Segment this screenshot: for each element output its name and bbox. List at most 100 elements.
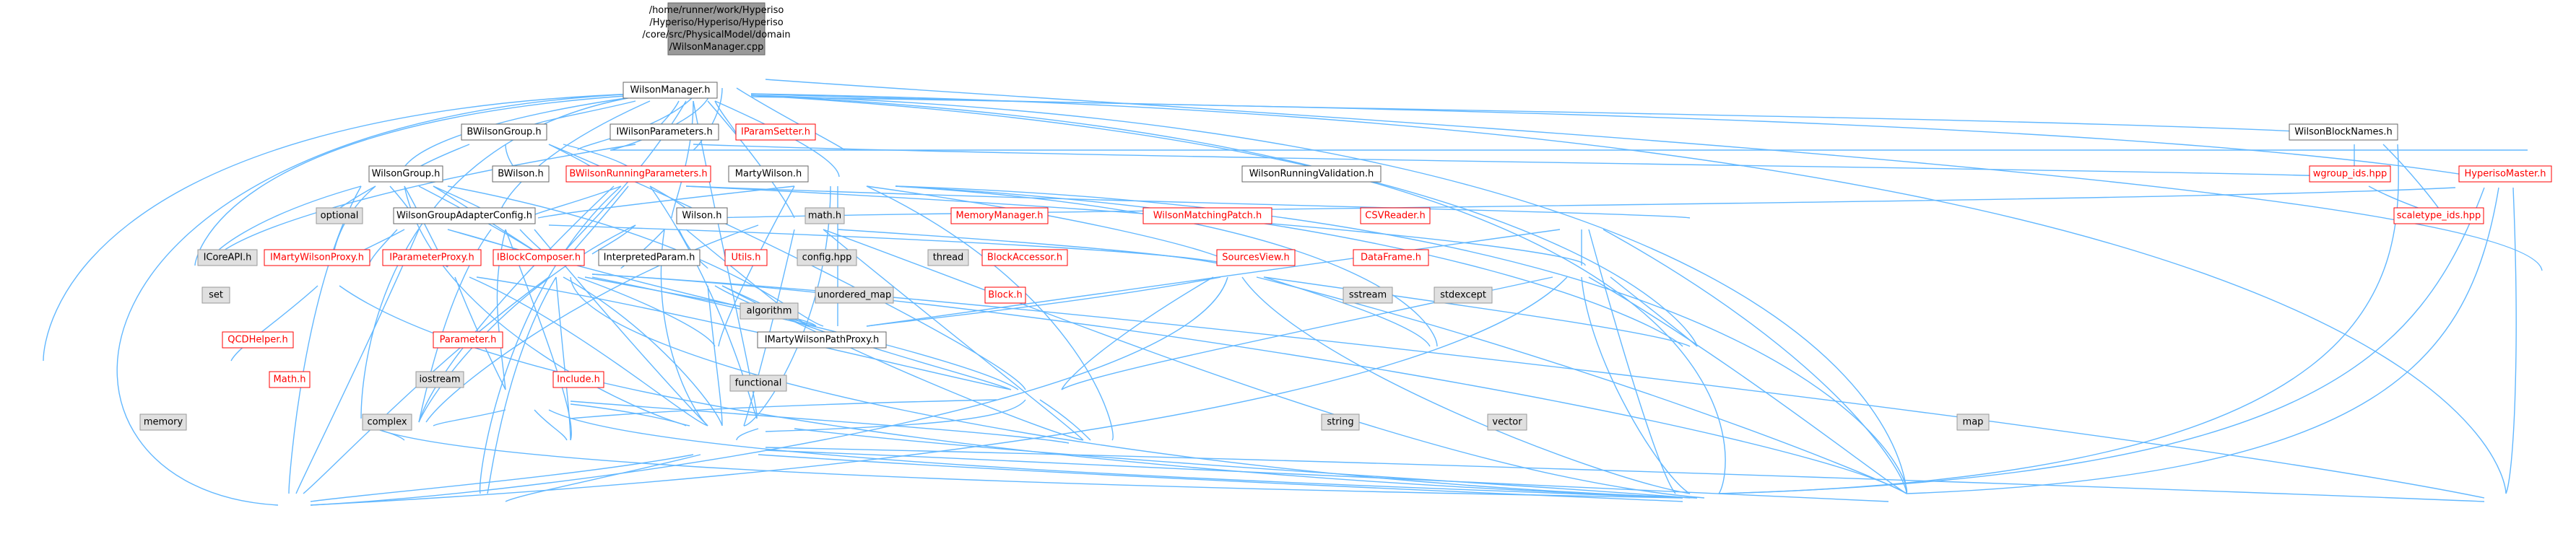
- node-parameter[interactable]: Parameter.h: [433, 331, 503, 349]
- node-algorithm[interactable]: algorithm: [740, 302, 799, 320]
- edge-param-math: [433, 409, 506, 426]
- node-include[interactable]: Include.h: [552, 371, 604, 388]
- node-imartywilsonpathproxy[interactable]: IMartyWilsonPathProxy.h: [757, 331, 887, 349]
- edge-include-memory: [310, 454, 694, 502]
- node-iblockcomposer[interactable]: IBlockComposer.h: [493, 249, 585, 266]
- node-martywilson[interactable]: MartyWilson.h: [728, 165, 809, 183]
- node-memorymanager[interactable]: MemoryManager.h: [950, 207, 1049, 224]
- label-string: string: [1327, 417, 1353, 428]
- node-vector[interactable]: vector: [1487, 413, 1527, 431]
- node-functional[interactable]: functional: [729, 375, 787, 392]
- edge-wmp-functional: [823, 229, 1084, 441]
- edge-mw-complex: [479, 185, 622, 494]
- node-hyperisomaster[interactable]: HyperisoMaster.h: [2458, 165, 2552, 183]
- label-thread: thread: [933, 253, 964, 263]
- node-string[interactable]: string: [1321, 413, 1360, 431]
- node-stdexcept[interactable]: stdexcept: [1434, 286, 1493, 304]
- edge-imwp-string: [339, 285, 1698, 499]
- edge-mm-config: [591, 224, 636, 255]
- node-math[interactable]: Math.h: [269, 371, 311, 388]
- node-dataframe[interactable]: DataFrame.h: [1353, 249, 1429, 266]
- label-iostream: iostream: [419, 375, 460, 385]
- node-unordered-map[interactable]: unordered_map: [815, 286, 894, 304]
- node-csvreader[interactable]: CSVReader.h: [1360, 207, 1431, 224]
- edge-wilson-sourcesview: [548, 224, 1236, 266]
- edge-imwpp-include: [736, 428, 759, 441]
- node-scaletype-ids[interactable]: scaletype_ids.hpp: [2393, 207, 2484, 224]
- node-imartywilsonproxy[interactable]: IMartyWilsonProxy.h: [264, 249, 370, 266]
- node-wilsonblocknames[interactable]: WilsonBlockNames.h: [2289, 123, 2398, 141]
- label-iwilsonparameters: IWilsonParameters.h: [616, 127, 712, 138]
- edge-utils-memory: [303, 276, 550, 494]
- node-iparameterproxy[interactable]: IParameterProxy.h: [382, 249, 482, 266]
- label-utils: Utils.h: [732, 253, 761, 263]
- edge-wm-iparamsetter: [714, 100, 737, 135]
- node-icoreapi[interactable]: ICoreAPI.h: [197, 249, 258, 266]
- edge-wrv-vector: [895, 185, 1908, 494]
- node-qcdhelper[interactable]: QCDHelper.h: [222, 331, 294, 349]
- edge-wm-string: [750, 95, 1726, 494]
- node-iwilsonparameters[interactable]: IWilsonParameters.h: [610, 123, 719, 141]
- node-memory[interactable]: memory: [139, 413, 187, 431]
- edge-mw-dataframe: [685, 185, 1586, 266]
- label-scaletype-ids: scaletype_ids.hpp: [2397, 211, 2481, 222]
- edge-hm-vector: [1906, 187, 2499, 494]
- node-bwilson[interactable]: BWilson.h: [492, 165, 550, 183]
- edge-wm-set: [43, 93, 636, 362]
- label-complex: complex: [367, 417, 407, 428]
- node-bwilsonrunningparameters[interactable]: BWilsonRunningParameters.h: [565, 165, 711, 183]
- edge-wm-vector: [750, 95, 1907, 494]
- edge-root-wilsonblocknames: [765, 79, 2543, 271]
- label-wilsongroup: WilsonGroup.h: [372, 169, 441, 180]
- node-wilsonmanager[interactable]: WilsonManager.h: [623, 82, 718, 99]
- node-blockaccessor[interactable]: BlockAccessor.h: [981, 249, 1068, 266]
- root-file-node[interactable]: /home/runner/work/Hyperiso /Hyperiso/Hyp…: [642, 2, 791, 56]
- node-iparamsetter[interactable]: IParamSetter.h: [735, 123, 816, 141]
- label-bwilsonrunningparameters: BWilsonRunningParameters.h: [569, 169, 707, 180]
- label-memory: memory: [144, 417, 183, 428]
- label-unordered-map: unordered_map: [818, 290, 892, 301]
- node-thread[interactable]: thread: [927, 249, 969, 266]
- node-wilsonrunningvalidation[interactable]: WilsonRunningValidation.h: [1241, 165, 1382, 183]
- node-wilson[interactable]: Wilson.h: [676, 207, 728, 224]
- edge-csv-unordered: [866, 229, 1561, 327]
- node-sourcesview[interactable]: SourcesView.h: [1216, 249, 1296, 266]
- label-block: Block.h: [988, 290, 1023, 301]
- svg-text:/home/runner/work/Hyperiso: /home/runner/work/Hyperiso: [649, 5, 784, 16]
- label-wilson: Wilson.h: [682, 211, 721, 222]
- node-set[interactable]: set: [201, 286, 230, 304]
- node-wilsonmatchingpatch[interactable]: WilsonMatchingPatch.h: [1142, 207, 1272, 224]
- node-iostream[interactable]: iostream: [415, 371, 464, 388]
- label-include: Include.h: [557, 375, 600, 385]
- edge-iwp-wgroup: [693, 144, 2351, 178]
- node-utils[interactable]: Utils.h: [724, 249, 768, 266]
- edge-imwpp-string: [794, 428, 1691, 499]
- edge-include-string: [758, 454, 1683, 502]
- node-mathh[interactable]: math.h: [805, 207, 845, 224]
- label-iparamsetter: IParamSetter.h: [741, 127, 810, 138]
- edge-wrv-algorithm: [718, 185, 795, 347]
- label-algorithm: algorithm: [747, 306, 792, 317]
- edge-hm-memorymanager: [707, 187, 2456, 219]
- svg-text:/core/src/PhysicalModel/domain: /core/src/PhysicalModel/domain: [642, 30, 790, 40]
- node-config[interactable]: config.hpp: [797, 249, 857, 266]
- edge-wrv-sstream: [895, 185, 1438, 347]
- label-wilsonblocknames: WilsonBlockNames.h: [2294, 127, 2392, 138]
- edge-ba-include: [707, 285, 723, 426]
- node-wilsongroupadapterconfig[interactable]: WilsonGroupAdapterConfig.h: [393, 207, 536, 224]
- label-stdexcept: stdexcept: [1440, 290, 1486, 301]
- label-config: config.hpp: [802, 253, 852, 263]
- node-optional[interactable]: optional: [316, 207, 363, 224]
- node-complex[interactable]: complex: [362, 413, 412, 431]
- node-wgroup-ids[interactable]: wgroup_ids.hpp: [2309, 165, 2391, 183]
- node-sstream[interactable]: sstream: [1343, 286, 1393, 304]
- node-wilsongroup[interactable]: WilsonGroup.h: [368, 165, 443, 183]
- edge-mw-wilson: [526, 185, 622, 219]
- node-map[interactable]: map: [1956, 413, 1990, 431]
- label-set: set: [209, 290, 223, 301]
- edge-wm-icoreapi: [194, 95, 636, 266]
- node-block[interactable]: Block.h: [984, 286, 1026, 304]
- node-bwilsongroup[interactable]: BWilsonGroup.h: [461, 123, 547, 141]
- node-interpretedparam[interactable]: InterpretedParam.h: [598, 249, 701, 266]
- label-sourcesview: SourcesView.h: [1222, 253, 1289, 263]
